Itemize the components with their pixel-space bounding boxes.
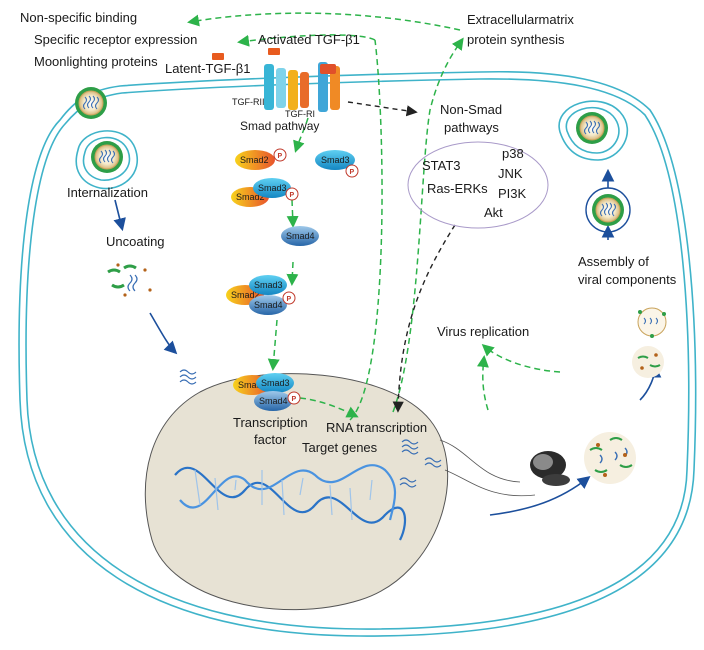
svg-text:P: P (287, 296, 292, 303)
assembly-label-line2: viral components (578, 272, 677, 287)
non-smad-label-line2: pathways (444, 120, 499, 135)
non-specific-binding-label: Non-specific binding (20, 10, 137, 25)
uncoating-fragments (107, 263, 152, 297)
svg-text:Smad2: Smad2 (236, 192, 265, 202)
svg-text:Smad2: Smad2 (231, 290, 260, 300)
uncoating-label: Uncoating (106, 234, 165, 249)
black-arrows (347, 101, 456, 413)
assembly-label-line1: Assembly of (578, 254, 649, 269)
phospho-label: P (278, 153, 283, 160)
green-arrows (187, 12, 561, 421)
smad-group-2: Smad2 Smad3 P (231, 178, 299, 207)
smad3-label: Smad3 (321, 155, 350, 165)
internalization-label: Internalization (67, 185, 148, 200)
endocytic-vesicle-right (558, 100, 629, 161)
tgf-receptors (264, 62, 340, 112)
p38-label: p38 (502, 146, 524, 161)
svg-text:Smad4: Smad4 (254, 300, 283, 310)
target-genes-label: Target genes (302, 440, 378, 455)
smad-group-1: Smad2 P Smad3 P (235, 148, 359, 178)
svg-text:Smad4: Smad4 (259, 396, 288, 406)
akt-label: Akt (484, 205, 503, 220)
tgf-ri-label: TGF-RI (285, 109, 315, 119)
tgf-ligands (212, 48, 280, 60)
virus-replication-label: Virus replication (437, 324, 529, 339)
assembled-virus-vesicle (585, 187, 631, 233)
svg-text:Smad4: Smad4 (286, 231, 315, 241)
viral-rna (179, 369, 536, 497)
rna-transcription-label: RNA transcription (326, 420, 427, 435)
ecm-label-line2: protein synthesis (467, 32, 565, 47)
viral-protein-cluster (584, 307, 667, 484)
blue-arrows (113, 168, 662, 516)
smad4-free: Smad4 (281, 226, 319, 246)
extracellular-virus (74, 86, 108, 120)
svg-text:Smad3: Smad3 (254, 280, 283, 290)
stat3-label: STAT3 (422, 158, 461, 173)
ecm-label-line1: Extracellularmatrix (467, 12, 574, 27)
svg-text:Smad2: Smad2 (238, 380, 267, 390)
svg-text:Smad3: Smad3 (258, 183, 287, 193)
dna-helix (174, 464, 407, 541)
specific-receptor-label: Specific receptor expression (34, 32, 197, 47)
ras-erks-label: Ras-ERKs (427, 181, 488, 196)
smad-pathway-label: Smad pathway (240, 119, 319, 133)
svg-text:Smad3: Smad3 (261, 378, 290, 388)
ribosome (530, 451, 570, 486)
pi3k-label: PI3K (498, 186, 527, 201)
transcription-factor-line2: factor (254, 432, 287, 447)
non-smad-label-line1: Non-Smad (440, 102, 502, 117)
latent-tgf-label: Latent-TGF-β1 (165, 61, 251, 76)
svg-text:P: P (290, 192, 295, 199)
non-smad-cluster (407, 141, 549, 229)
nucleus (144, 373, 449, 611)
tgf-rii-label: TGF-RII (232, 97, 265, 107)
jnk-label: JNK (498, 166, 523, 181)
smad2-label: Smad2 (240, 155, 269, 165)
smad-complex-nucleus: Smad2 Smad3 Smad4 P (233, 373, 301, 411)
transcription-factor-line1: Transcription (233, 415, 308, 430)
svg-text:P: P (350, 169, 355, 176)
smad-complex-cytoplasm: Smad2 Smad3 Smad4 P (226, 275, 296, 315)
endocytic-vesicle-left (75, 130, 138, 190)
moonlighting-label: Moonlighting proteins (34, 54, 158, 69)
activated-tgf-label: Activated TGF-β1 (258, 32, 360, 47)
svg-text:P: P (292, 396, 297, 403)
